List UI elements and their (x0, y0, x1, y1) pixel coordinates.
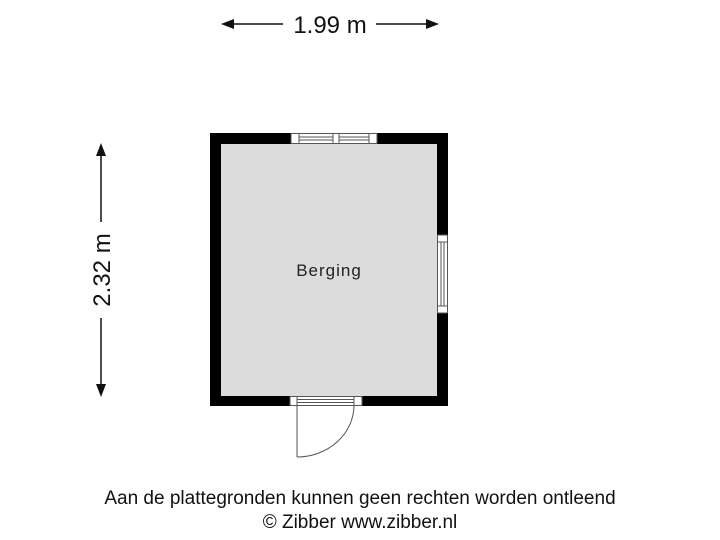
arrow-down-icon (96, 384, 106, 397)
window-right (437, 234, 448, 314)
walls (210, 133, 448, 406)
window-top (290, 133, 378, 144)
room-floor (221, 144, 437, 396)
disclaimer-text: Aan de plattegronden kunnen geen rechten… (104, 488, 616, 509)
arrow-left-icon (221, 19, 234, 29)
width-dimension: 1.99 m (221, 12, 439, 39)
door (289, 396, 363, 458)
copyright-text: © Zibber www.zibber.nl (262, 512, 458, 533)
door-swing-arc (296, 404, 355, 458)
arrow-right-icon (426, 19, 439, 29)
height-dimension: 2.32 m (89, 143, 116, 397)
room-label-berging: Berging (296, 261, 362, 280)
width-label: 1.99 m (293, 12, 366, 39)
arrow-up-icon (96, 143, 106, 156)
height-label: 2.32 m (89, 233, 116, 306)
